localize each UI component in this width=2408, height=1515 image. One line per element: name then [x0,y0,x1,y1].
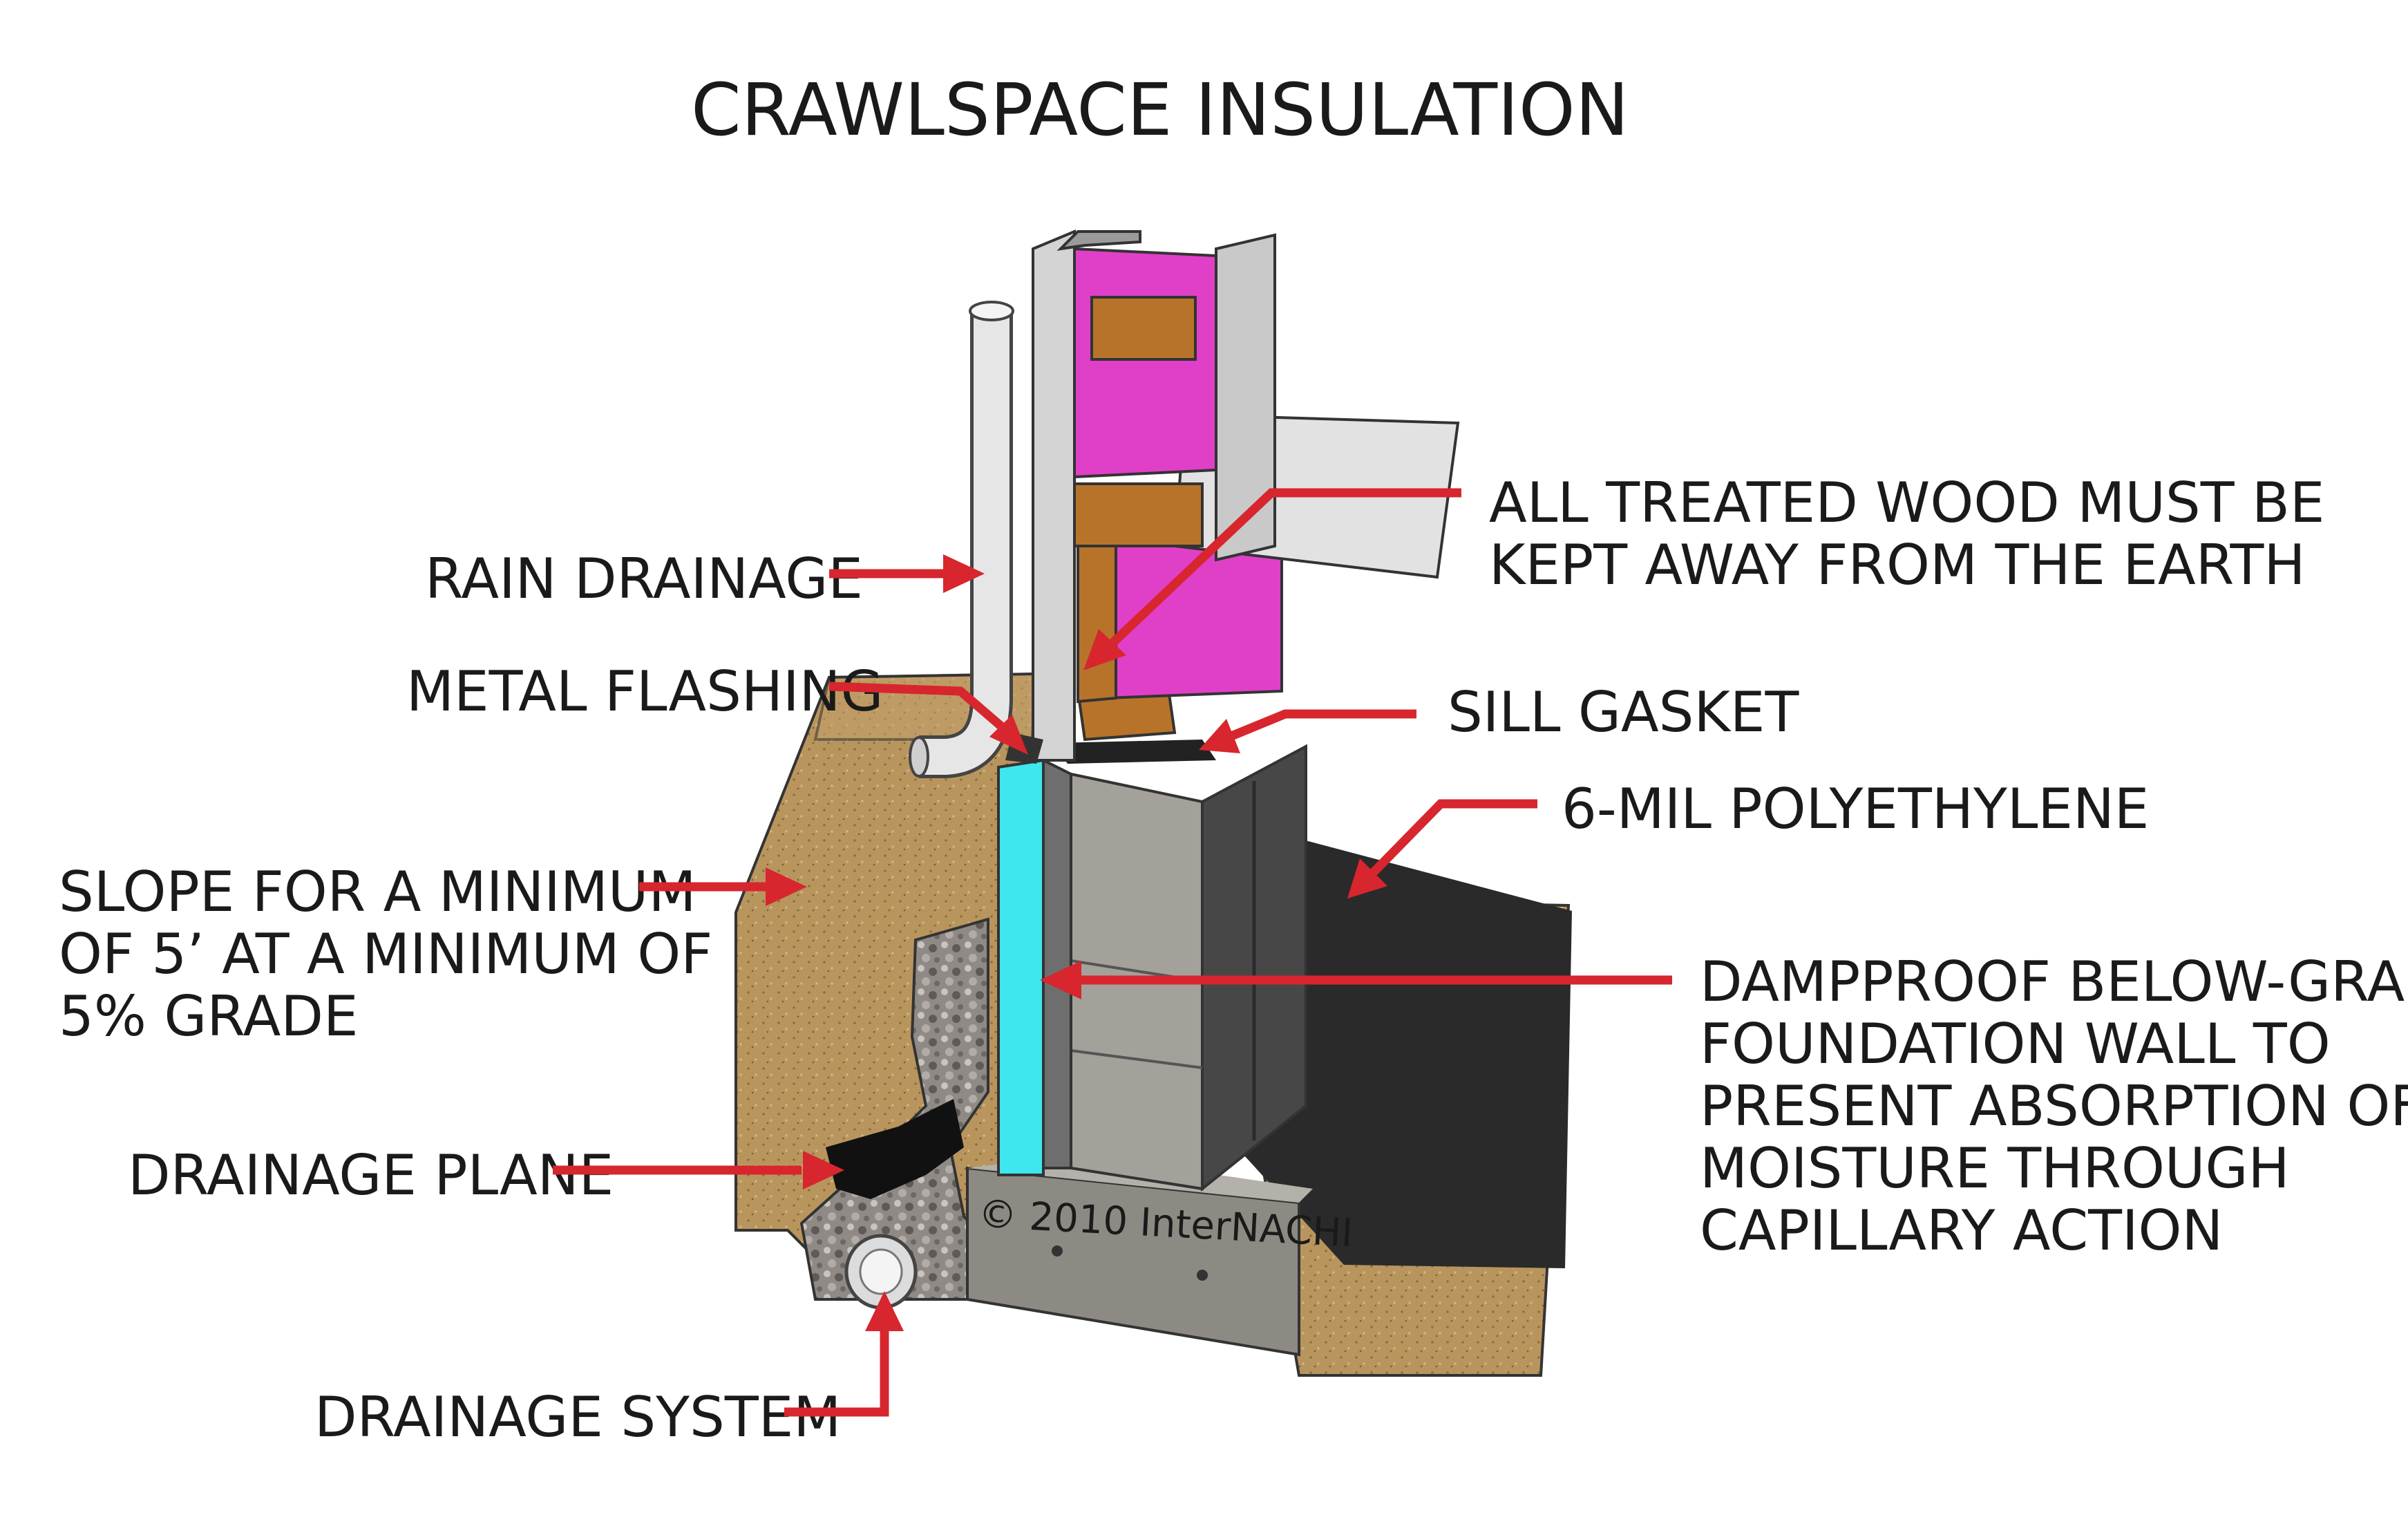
drain-pipe [844,1234,918,1310]
exterior-sheathing [1032,229,1076,762]
label-treated-wood-line-1: ALL TREATED WOOD MUST BE [1489,471,2324,535]
arrow-sill-gasket [1199,709,1416,753]
label-polyethylene: 6-MIL POLYETHYLENE [1562,777,2149,841]
label-sill-gasket: SILL GASKET [1448,680,1799,744]
label-rain-drainage: RAIN DRAINAGE [425,547,863,611]
sill-gasket [1054,740,1216,764]
polyethylene-sheet [1237,826,1572,1268]
foundation-illustration: © 2010 InterNACHI [734,229,1572,1377]
arrow-polyethylene [1347,799,1537,898]
dampproofing-layer [997,758,1045,1176]
siding-edge [1056,230,1141,251]
arrow-drainage-system [784,1291,904,1417]
label-drainage-system: DRAINAGE SYSTEM [314,1385,841,1449]
label-slope-line-1: SLOPE FOR A MINIMUM [59,860,696,924]
label-drainage-plane: DRAINAGE PLANE [128,1143,614,1207]
label-dampproof-line-2: FOUNDATION WALL TO [1700,1012,2331,1076]
diagram-title: CRAWLSPACE INSULATION [691,68,1629,152]
concrete-footing [966,1166,1300,1357]
label-dampproof-line-1: DAMPPROOF BELOW-GRADE [1700,950,2408,1014]
downspout [909,301,1014,778]
upper-wall-insulation [1073,247,1217,479]
lower-stud [1077,540,1117,704]
drywall-panel [1215,233,1276,562]
callout-arrows [553,488,1672,1417]
arrow-rain-drainage [829,554,985,593]
label-slope-line-2: OF 5’ AT A MINIMUM OF [59,922,712,986]
label-dampproof-line-5: CAPILLARY ACTION [1700,1198,2223,1263]
label-treated-wood-line-2: KEPT AWAY FROM THE EARTH [1489,533,2306,597]
label-dampproof-line-3: PRESENT ABSORPTION OF [1700,1074,2408,1138]
arrow-treated-wood [1083,488,1461,670]
rigid-insulation [1042,758,1072,1169]
label-dampproof-line-4: MOISTURE THROUGH [1700,1136,2290,1201]
upper-header [1090,296,1197,361]
label-metal-flashing: METAL FLASHING [406,659,883,724]
arrow-drainage-plane [553,1151,844,1189]
arrow-metal-flashing [828,681,1028,755]
drainage-plane-membrane [826,1099,964,1199]
arrow-dampproof [1040,961,1672,999]
label-slope-line-3: 5% GRADE [59,984,359,1048]
band-joist [1073,482,1204,547]
arrow-slope [639,867,807,906]
